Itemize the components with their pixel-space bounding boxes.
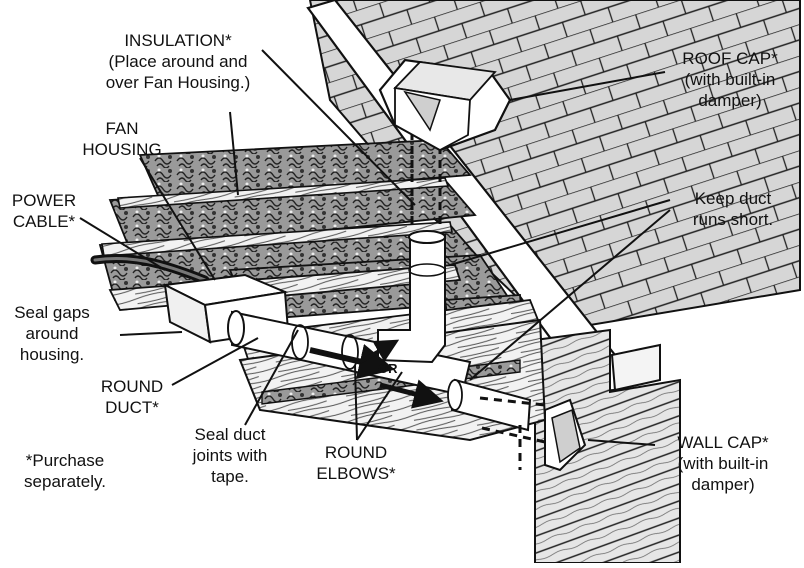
round-duct-shape	[227, 310, 532, 432]
leader-lines	[79, 49, 671, 446]
vertical-duct-shape	[377, 90, 446, 364]
wall-cap-shape	[544, 398, 587, 472]
roof-cap-shape	[378, 58, 512, 152]
or-label: OR	[378, 361, 398, 376]
airflow-arrows	[309, 339, 444, 409]
